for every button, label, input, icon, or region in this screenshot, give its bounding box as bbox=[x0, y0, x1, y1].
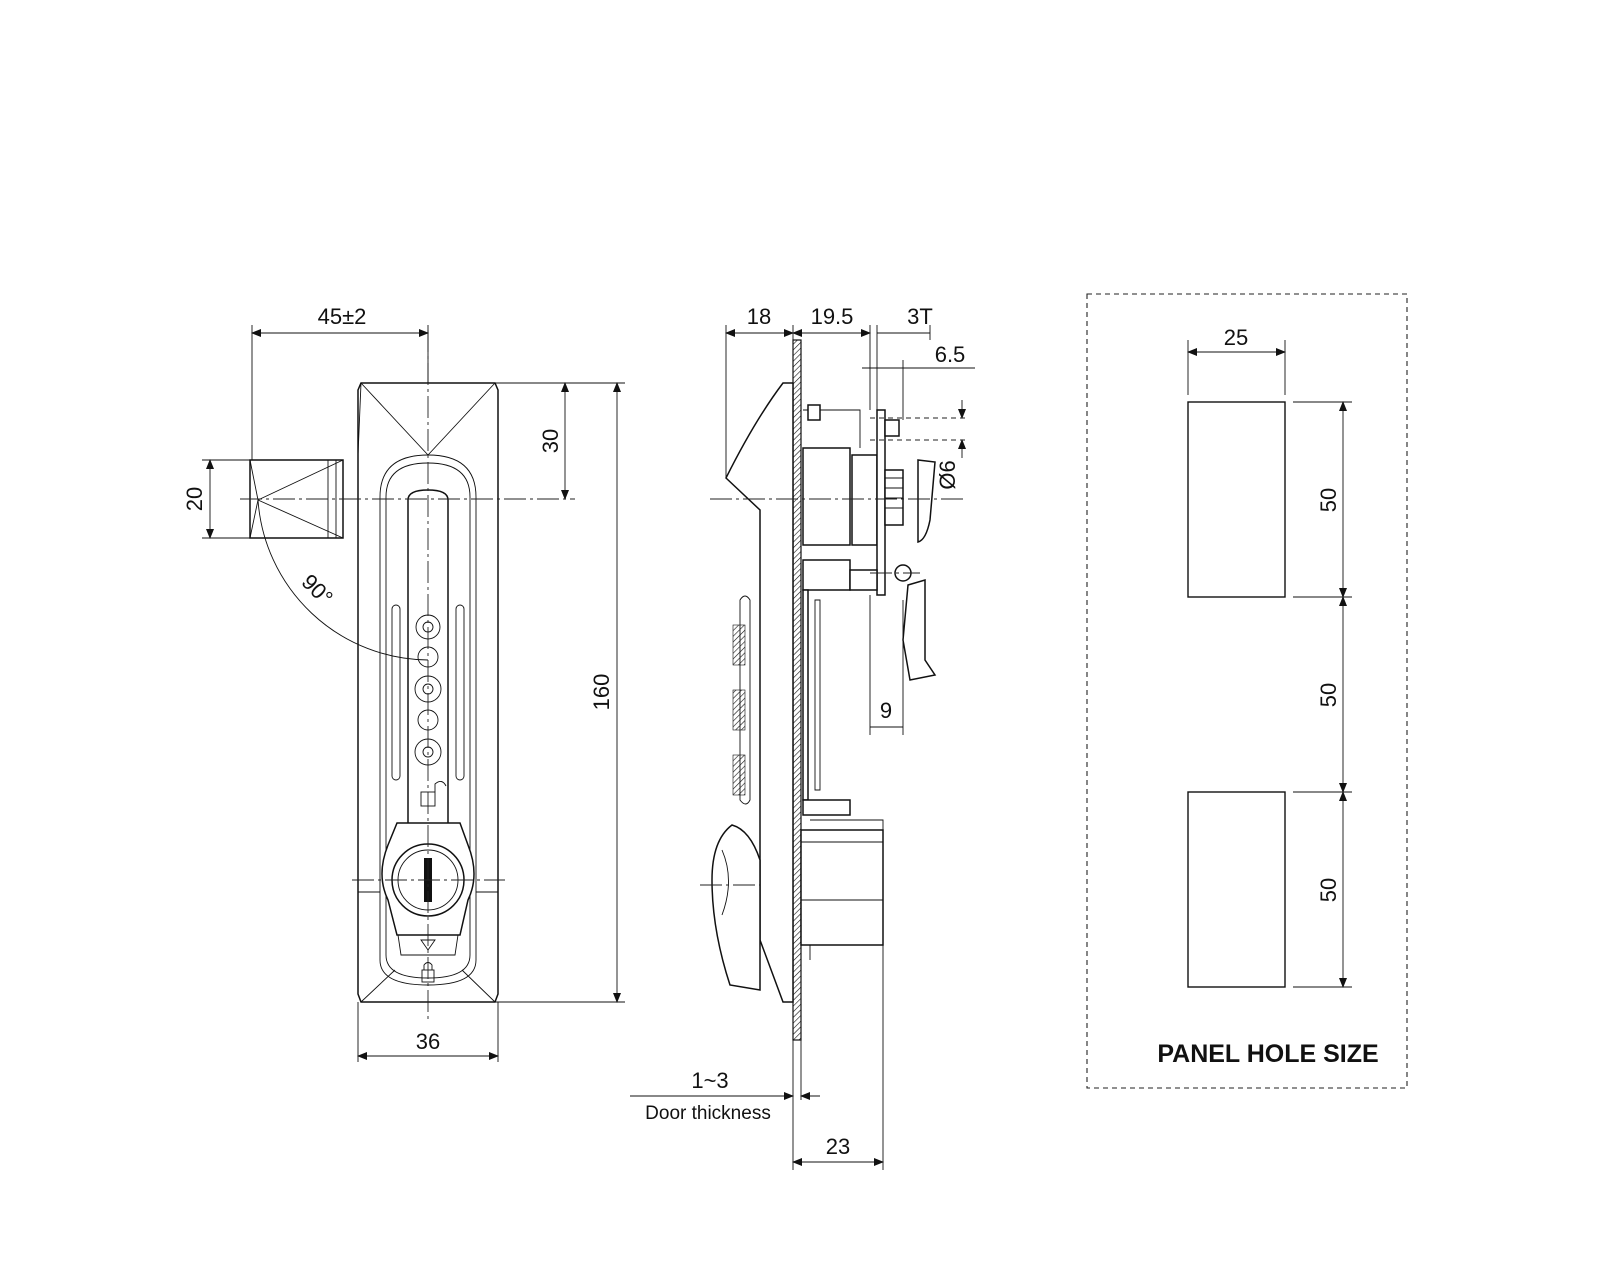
dim-handle-height: 20 bbox=[182, 487, 207, 511]
dim-cam-length: 9 bbox=[880, 698, 892, 723]
door-thickness-label: Door thickness bbox=[645, 1103, 771, 1124]
side-view: 18 19.5 3T 6.5 Ø6 9 1~3 Door thickness 2… bbox=[630, 304, 975, 1170]
dim-handle-top: 30 bbox=[538, 429, 563, 453]
front-view: 45±2 30 20 160 36 90° bbox=[182, 304, 625, 1062]
dim-door-range: 1~3 bbox=[691, 1068, 728, 1093]
dim-width-open: 45±2 bbox=[318, 304, 367, 329]
panel-hole-view: 25 50 50 50 PANEL HOLE SIZE bbox=[1086, 293, 1408, 1089]
dim-hole-width: 25 bbox=[1224, 325, 1248, 350]
dim-cam-thickness: 3T bbox=[907, 304, 933, 329]
dim-hole-gap: 50 bbox=[1316, 683, 1341, 707]
dim-shaft-diameter: Ø6 bbox=[935, 460, 960, 489]
dim-body-width: 36 bbox=[416, 1029, 440, 1054]
dim-handle-depth: 18 bbox=[747, 304, 771, 329]
dim-total-height: 160 bbox=[589, 674, 614, 711]
dim-cam-offset: 6.5 bbox=[935, 342, 966, 367]
dim-hole-height-2: 50 bbox=[1316, 878, 1341, 902]
dim-hole-height: 50 bbox=[1316, 488, 1341, 512]
barcode-icon bbox=[732, 624, 746, 796]
dim-body-depth: 19.5 bbox=[811, 304, 854, 329]
panel-hole-title: PANEL HOLE SIZE bbox=[1157, 1040, 1378, 1068]
dim-rear-depth: 23 bbox=[826, 1134, 850, 1159]
